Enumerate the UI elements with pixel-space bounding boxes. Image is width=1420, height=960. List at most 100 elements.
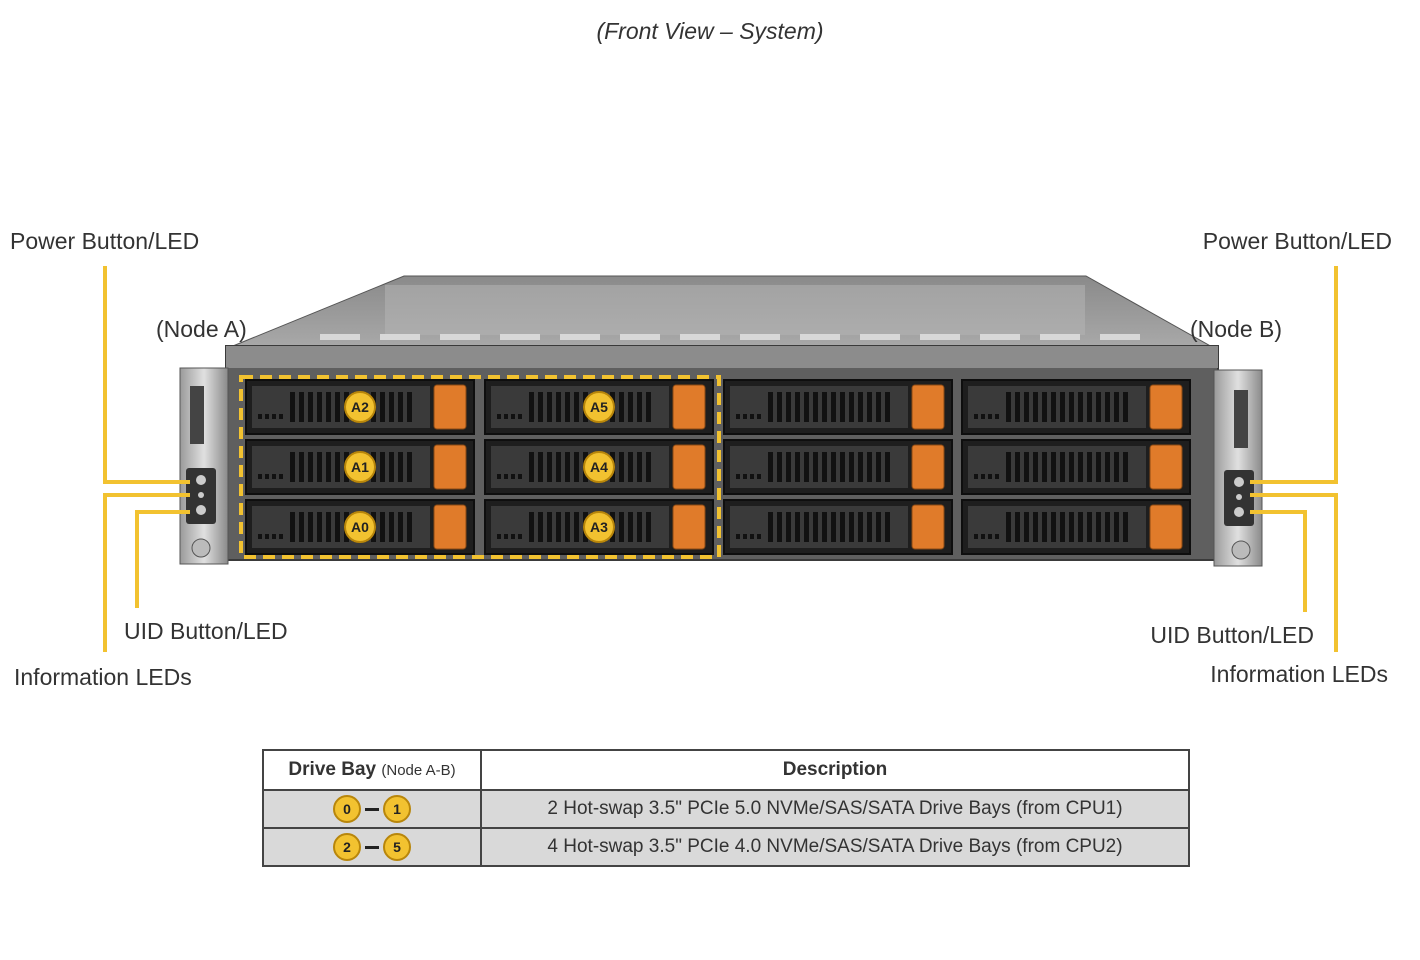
header-drive-bay-label: Drive Bay: [288, 759, 377, 780]
drive-bay[interactable]: [961, 499, 1191, 555]
drive-bay[interactable]: [723, 499, 953, 555]
tray-vent: [1078, 392, 1083, 422]
bay-badge-from: 2: [333, 833, 361, 861]
drive-release-handle[interactable]: [672, 504, 706, 550]
chassis-front-bezel: [226, 346, 1218, 368]
drive-release-handle[interactable]: [672, 444, 706, 490]
tray-vent: [1042, 452, 1047, 482]
tray-vent: [326, 452, 331, 482]
tray-vent: [335, 512, 340, 542]
drive-release-handle[interactable]: [1149, 384, 1183, 430]
tray-vent: [1051, 392, 1056, 422]
tray-vent: [637, 392, 642, 422]
tray-vent: [1078, 452, 1083, 482]
leader-info-left: [103, 493, 190, 652]
tray-vent: [876, 452, 881, 482]
left-power-button: [196, 475, 206, 485]
drive-release-handle[interactable]: [672, 384, 706, 430]
tray-dot: [736, 474, 740, 479]
tray-vent: [565, 392, 570, 422]
tray-vent: [1105, 392, 1110, 422]
tray-vent: [1069, 452, 1074, 482]
drive-release-handle[interactable]: [433, 384, 467, 430]
drive-bay[interactable]: [484, 439, 714, 495]
drive-release-handle[interactable]: [433, 444, 467, 490]
tray-vent: [1096, 452, 1101, 482]
tray-vent: [619, 512, 624, 542]
leader-uid-right: [1250, 510, 1307, 612]
tray-dot: [743, 414, 747, 419]
drive-tray-face: [252, 506, 430, 548]
range-dash: [365, 845, 379, 849]
label-power-button-node-b: Power Button/LED: [1202, 228, 1392, 254]
drive-bay[interactable]: [723, 439, 953, 495]
tray-vent: [840, 452, 845, 482]
bay-label-text: A3: [590, 519, 608, 535]
header-description: Description: [480, 749, 1190, 791]
tray-vent: [407, 452, 412, 482]
tray-vent: [804, 512, 809, 542]
tray-vent: [1006, 512, 1011, 542]
drive-bay[interactable]: [484, 499, 714, 555]
tray-vent: [867, 452, 872, 482]
tray-vent: [804, 392, 809, 422]
drive-release-handle[interactable]: [911, 384, 945, 430]
tray-vent: [786, 512, 791, 542]
tray-vent: [308, 392, 313, 422]
tray-vent: [335, 392, 340, 422]
tray-vent: [637, 452, 642, 482]
tray-vent: [389, 512, 394, 542]
tray-vent: [786, 392, 791, 422]
tray-vent: [1069, 392, 1074, 422]
tray-vent: [1123, 392, 1128, 422]
tray-vent: [1015, 452, 1020, 482]
tray-vent: [529, 392, 534, 422]
tray-vent: [628, 392, 633, 422]
tray-vent: [831, 452, 836, 482]
drive-bay[interactable]: [723, 379, 953, 435]
left-uid-button: [196, 505, 206, 515]
tray-vent: [538, 452, 543, 482]
tray-vent: [628, 512, 633, 542]
tray-vent: [290, 452, 295, 482]
drive-bay[interactable]: [961, 439, 1191, 495]
tray-vent: [840, 512, 845, 542]
tray-vent: [1033, 452, 1038, 482]
drive-release-handle[interactable]: [433, 504, 467, 550]
tray-vent: [822, 392, 827, 422]
drive-tray-face: [730, 446, 908, 488]
tray-vent: [398, 392, 403, 422]
label-info-leds-node-a: Information LEDs: [14, 664, 192, 690]
bay-badge-to: 5: [383, 833, 411, 861]
tray-dot: [995, 534, 999, 539]
tray-vent: [299, 512, 304, 542]
right-thumbscrew: [1231, 540, 1251, 560]
bay-label-text: A4: [590, 459, 608, 475]
drive-release-handle[interactable]: [1149, 444, 1183, 490]
tray-dot: [258, 534, 262, 539]
node-a-highlight: [239, 375, 721, 559]
drive-release-handle[interactable]: [911, 504, 945, 550]
tray-vent: [317, 452, 322, 482]
drive-bay[interactable]: [961, 379, 1191, 435]
tray-dot: [988, 474, 992, 479]
tray-vent: [867, 392, 872, 422]
tray-vent: [1087, 392, 1092, 422]
drive-tray-face: [491, 446, 669, 488]
tray-vent: [317, 392, 322, 422]
tray-vent: [1060, 452, 1065, 482]
tray-vent: [795, 392, 800, 422]
drive-release-handle[interactable]: [911, 444, 945, 490]
tray-vent: [1087, 512, 1092, 542]
tray-vent: [858, 512, 863, 542]
tray-vent: [777, 452, 782, 482]
tray-vent: [326, 392, 331, 422]
leader-power-right: [1250, 266, 1338, 484]
tray-dot: [272, 414, 276, 419]
drive-release-handle[interactable]: [1149, 504, 1183, 550]
tray-vent: [1006, 392, 1011, 422]
tray-vent: [335, 452, 340, 482]
tray-vent: [858, 452, 863, 482]
